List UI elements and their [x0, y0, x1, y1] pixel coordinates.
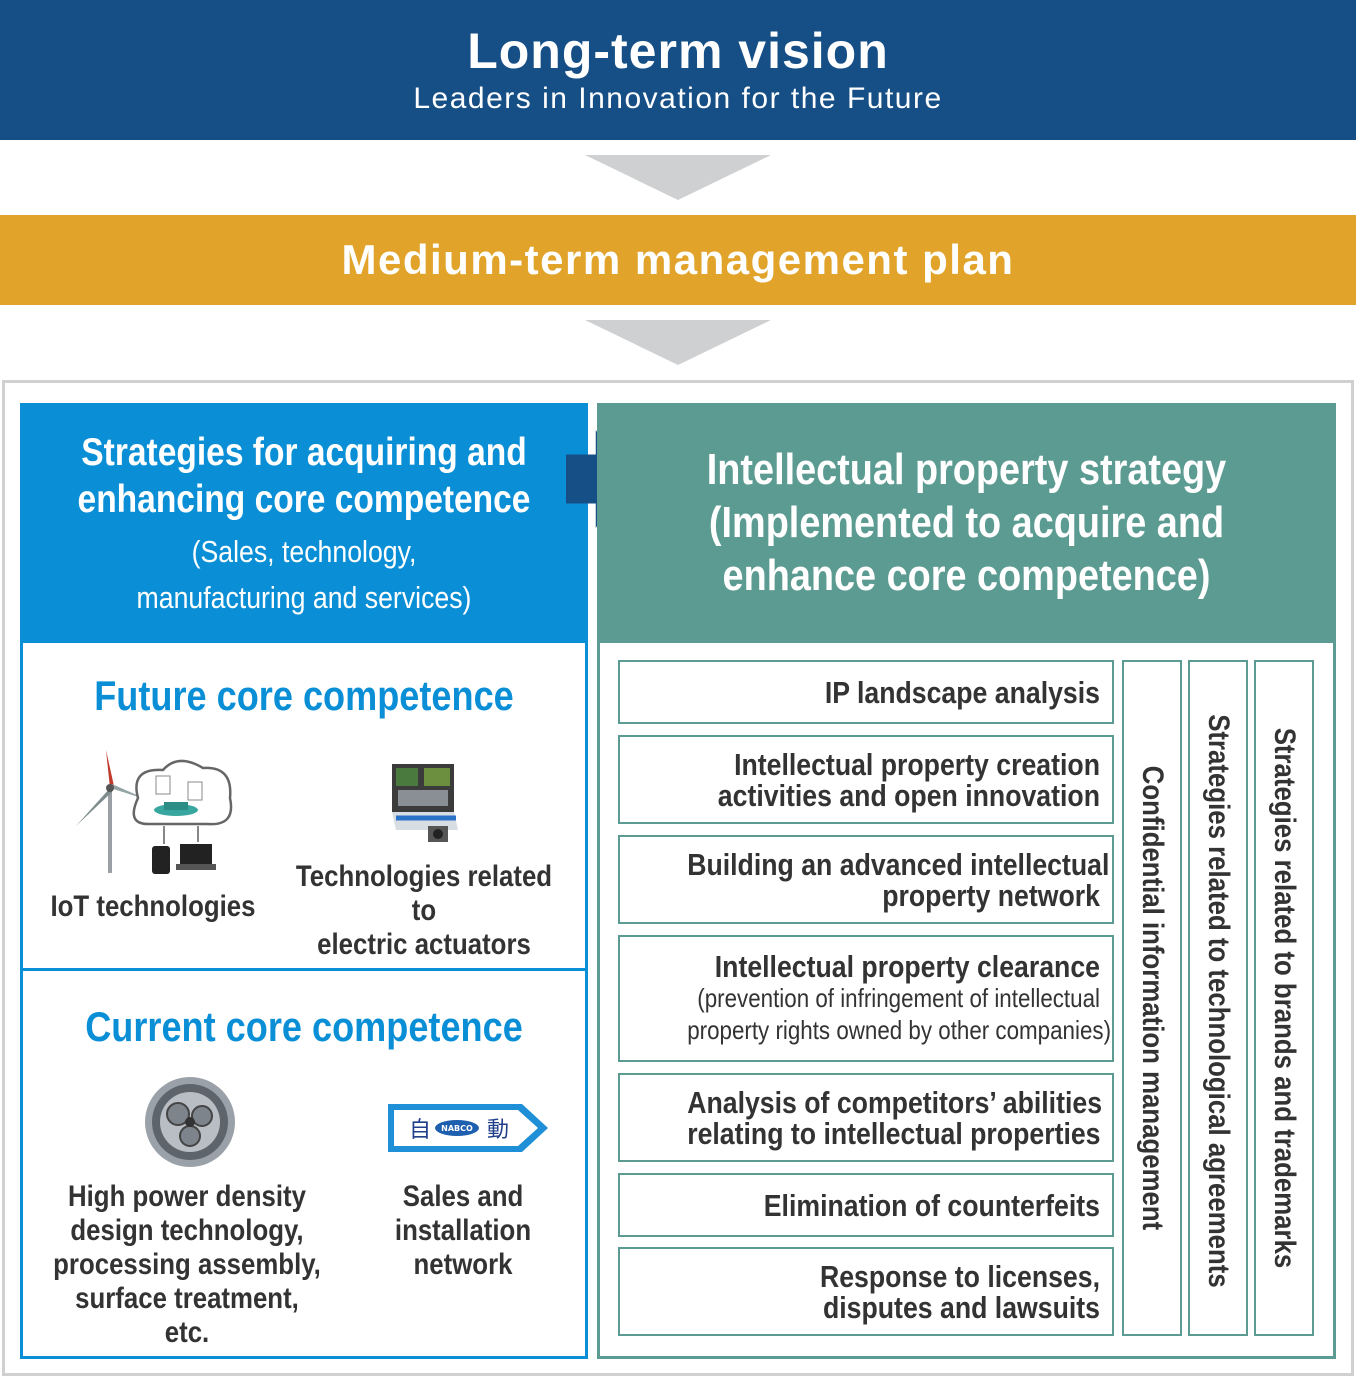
down-arrow-icon — [585, 155, 771, 200]
ip-item-line: relating to intellectual properties — [687, 1115, 1101, 1151]
vertical-label: Strategies related to technological agre… — [1202, 714, 1235, 1288]
ip-item: Elimination of counterfeits — [618, 1173, 1114, 1237]
hpd-line2: design technology, — [70, 1214, 304, 1247]
sales-line1: Sales and — [402, 1180, 524, 1213]
ip-item: Intellectual property clearance (prevent… — [618, 935, 1114, 1062]
ip-item-line: Response to licenses, — [819, 1258, 1100, 1294]
electric-actuators-label: Technologies related to electric actuato… — [292, 860, 557, 962]
right-heading-line2: (Implemented to acquire and — [708, 498, 1225, 547]
left-heading-line2: enhancing core competence — [77, 478, 531, 521]
sales-installation-label: Sales and installation network — [383, 1180, 543, 1282]
ip-item-line: (prevention of infringement of intellect… — [697, 983, 1100, 1013]
iot-technologies-label: IoT technologies — [50, 890, 256, 923]
ip-strategy-body — [597, 641, 1336, 1359]
core-competence-strategy-header: Strategies for acquiring and enhancing c… — [20, 403, 588, 643]
ip-item: Building an advanced intellectual proper… — [618, 835, 1114, 924]
future-core-competence-title: Future core competence — [94, 672, 514, 719]
ip-item-line: disputes and lawsuits — [822, 1289, 1100, 1325]
medium-term-plan-banner: Medium-term management plan — [0, 215, 1356, 305]
confidential-info-box: Confidential information management — [1122, 660, 1182, 1336]
vision-title: Long-term vision — [467, 23, 889, 79]
ip-item-line: property network — [882, 877, 1100, 913]
ip-item: IP landscape analysis — [618, 660, 1114, 724]
brands-trademarks-box: Strategies related to brands and tradema… — [1254, 660, 1314, 1336]
section-divider — [20, 968, 588, 971]
long-term-vision-banner: Long-term vision Leaders in Innovation f… — [0, 0, 1356, 140]
actuators-label-line2: electric actuators — [317, 928, 531, 961]
vision-subtitle: Leaders in Innovation for the Future — [413, 82, 943, 115]
iot-icon — [76, 750, 233, 874]
down-arrow-icon — [585, 320, 771, 365]
ip-item: Intellectual property creation activitie… — [618, 735, 1114, 824]
logo-char-left: 自 — [409, 1118, 431, 1143]
left-sub-line2: manufacturing and services) — [136, 580, 472, 615]
gear-reducer-icon — [145, 1077, 235, 1167]
right-heading-line3: enhance core competence) — [722, 551, 1211, 600]
electric-actuator-icon — [392, 764, 458, 842]
vertical-label: Strategies related to brands and tradema… — [1268, 727, 1301, 1269]
logo-char-right: 動 — [487, 1118, 509, 1143]
ip-item-line: IP landscape analysis — [824, 674, 1100, 710]
logo-nabco-text: NABCO — [441, 1124, 473, 1133]
right-heading-line1: Intellectual property strategy — [706, 445, 1227, 494]
ip-item: Analysis of competitors’ abilities relat… — [618, 1073, 1114, 1162]
ip-item-line: Intellectual property creation — [734, 746, 1100, 782]
actuators-label-line1: Technologies related to — [295, 860, 553, 927]
ip-item: Response to licenses, disputes and lawsu… — [618, 1247, 1114, 1336]
ip-item-line: Analysis of competitors’ abilities — [687, 1084, 1103, 1120]
hpd-line3: processing assembly, — [53, 1248, 321, 1281]
hpd-line4: surface treatment, etc. — [75, 1282, 299, 1349]
sales-line2: installation — [394, 1214, 532, 1247]
ip-item-line: activities and open innovation — [717, 777, 1100, 813]
nabco-logo-icon: 自 NABCO 動 — [388, 1104, 548, 1152]
ip-item-line: Intellectual property clearance — [714, 949, 1100, 984]
vertical-label: Confidential information management — [1136, 765, 1169, 1231]
left-heading-line1: Strategies for acquiring and — [81, 431, 527, 474]
current-core-competence-title: Current core competence — [85, 1003, 523, 1050]
hpd-line1: High power density — [68, 1180, 306, 1213]
strategy-frame — [2, 380, 1354, 1376]
technological-agreements-box: Strategies related to technological agre… — [1188, 660, 1248, 1336]
ip-item-line: property rights owned by other companies… — [687, 1015, 1112, 1045]
ip-item-line: Elimination of counterfeits — [763, 1187, 1100, 1223]
sales-line3: network — [413, 1248, 513, 1281]
high-power-density-label: High power density design technology, pr… — [50, 1180, 323, 1350]
left-sub-line1: (Sales, technology, — [191, 534, 417, 569]
core-competence-body — [20, 641, 588, 1359]
ip-item-line: Building an advanced intellectual — [687, 846, 1110, 882]
ip-strategy-header: Intellectual property strategy (Implemen… — [597, 403, 1336, 643]
